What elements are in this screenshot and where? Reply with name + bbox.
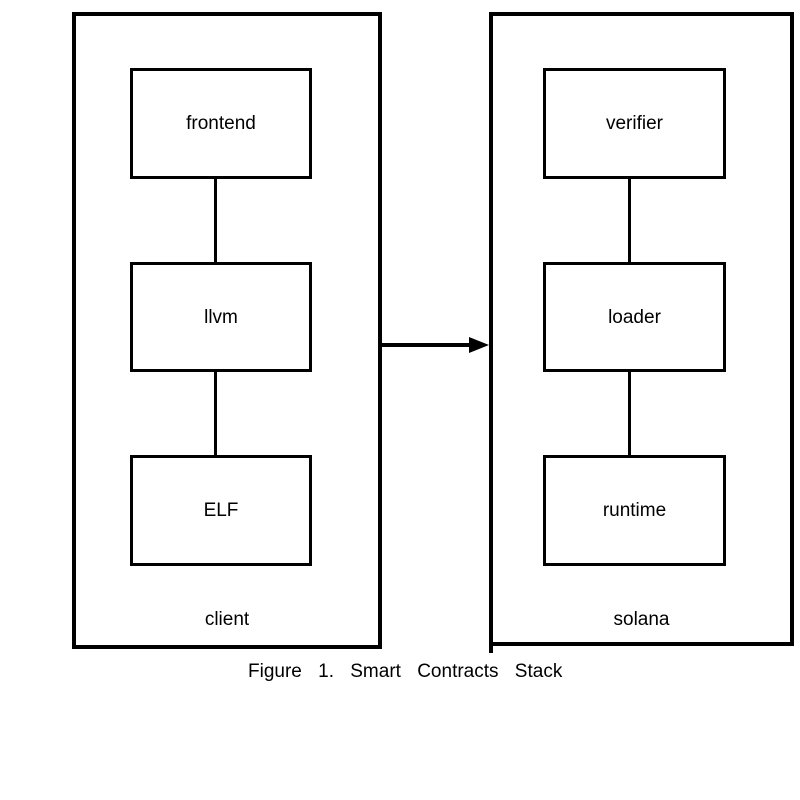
node-loader: loader — [543, 262, 726, 372]
connector-frontend-to-llvm — [214, 172, 217, 268]
connector-loader-to-runtime — [628, 366, 631, 461]
node-llvm-label: llvm — [204, 306, 238, 328]
node-verifier: verifier — [543, 68, 726, 179]
solana-container-border-stub — [489, 642, 493, 653]
node-elf: ELF — [130, 455, 312, 566]
solana-container-label: solana — [613, 609, 670, 630]
connector-llvm-to-elf — [214, 366, 217, 461]
figure-caption: Figure 1. Smart Contracts Stack — [248, 661, 563, 682]
node-runtime: runtime — [543, 455, 726, 566]
node-loader-label: loader — [608, 306, 661, 328]
node-frontend-label: frontend — [186, 113, 256, 134]
node-verifier-label: verifier — [605, 113, 663, 134]
flow-arrow-icon — [381, 337, 489, 353]
flow-arrow-shaft — [381, 343, 475, 347]
connector-verifier-to-loader — [628, 172, 631, 268]
node-frontend: frontend — [130, 68, 312, 179]
node-runtime-label: runtime — [602, 500, 667, 521]
node-elf-label: ELF — [203, 500, 239, 521]
node-llvm: llvm — [130, 262, 312, 372]
client-container-label: client — [204, 609, 250, 630]
flow-arrow-head — [469, 337, 489, 353]
